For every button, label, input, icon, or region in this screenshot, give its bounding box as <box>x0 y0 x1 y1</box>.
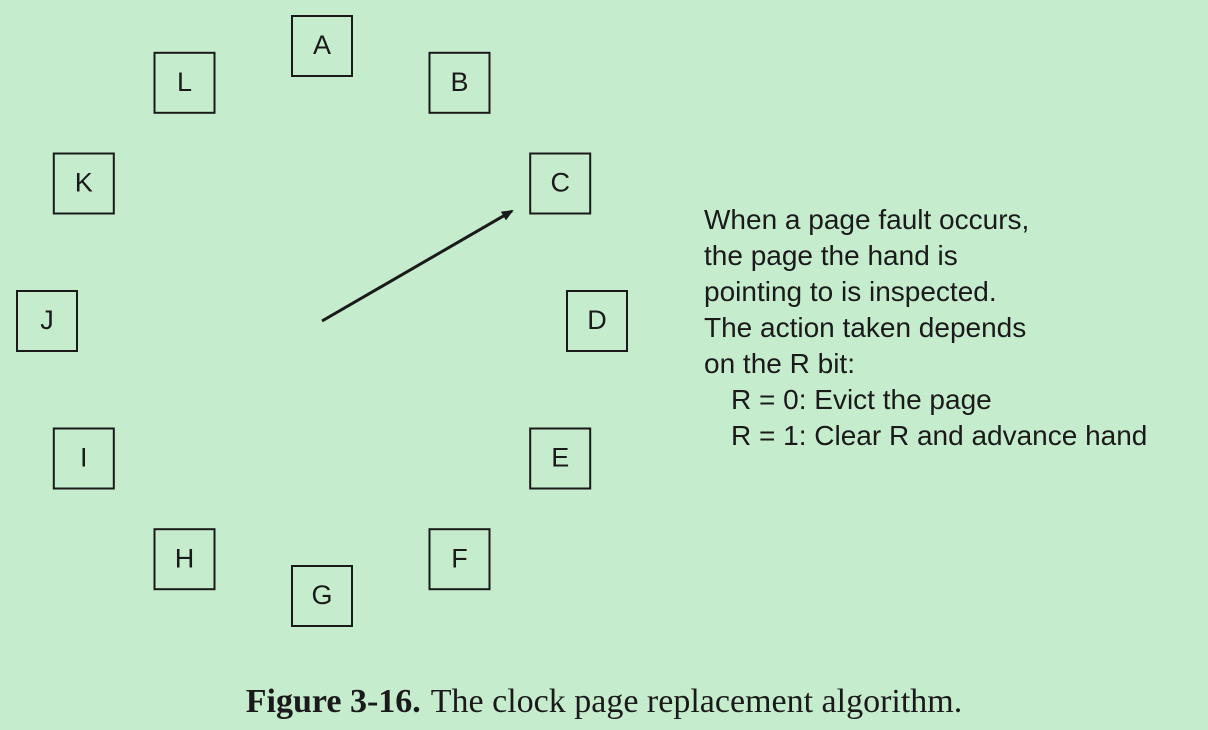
page-frame-box <box>566 290 628 352</box>
page-frame-c: C <box>529 152 592 215</box>
description-line: pointing to is inspected. <box>704 276 997 307</box>
page-frame-h: H <box>153 528 216 591</box>
page-frame-box <box>428 528 491 591</box>
rule-r1: R = 1: Clear R and advance hand <box>731 420 1148 451</box>
page-frame-label: L <box>177 67 192 97</box>
page-frame-b: B <box>428 51 491 114</box>
page-frame-a: A <box>291 15 353 77</box>
rule-r0: R = 0: Evict the page <box>731 384 992 415</box>
figure-label: Figure 3-16. <box>245 683 421 720</box>
page-frame-label: D <box>587 305 607 335</box>
figure-caption-text: The clock page replacement algorithm. <box>430 683 963 720</box>
page-frame-label: F <box>451 543 468 573</box>
page-frame-box <box>153 528 216 591</box>
page-frame-label: E <box>551 443 569 473</box>
page-frame-box <box>291 565 353 627</box>
clock-hand-arrow <box>321 209 514 323</box>
page-frame-label: I <box>80 443 88 473</box>
page-frame-box <box>428 51 491 114</box>
page-frame-box <box>529 427 592 490</box>
page-frame-e: E <box>529 427 592 490</box>
page-frame-f: F <box>428 528 491 591</box>
description-line: The action taken depends <box>704 312 1027 343</box>
page-frame-box <box>291 15 353 77</box>
page-frame-g: G <box>291 565 353 627</box>
description-line: on the R bit: <box>704 348 855 379</box>
description-line: the page the hand is <box>704 240 958 271</box>
page-frame-label: J <box>40 305 54 335</box>
figure-caption: Figure 3-16.The clock page replacement a… <box>0 683 1208 721</box>
page-frame-label: H <box>175 543 195 573</box>
page-frame-d: D <box>566 290 628 352</box>
description-text: When a page fault occurs, the page the h… <box>704 202 1204 454</box>
page-frame-box <box>52 427 115 490</box>
page-frames: A B C D E F G H I J K L <box>16 15 628 627</box>
page-frame-k: K <box>52 152 115 215</box>
page-frame-box <box>153 51 216 114</box>
page-frame-box <box>529 152 592 215</box>
page-frame-j: J <box>16 290 78 352</box>
page-frame-label: K <box>75 168 93 198</box>
page-frame-label: G <box>311 580 332 610</box>
page-frame-l: L <box>153 51 216 114</box>
page-frame-box <box>16 290 78 352</box>
page-frame-label: B <box>450 67 468 97</box>
page-frame-label: A <box>313 30 331 60</box>
page-frame-i: I <box>52 427 115 490</box>
description-line: When a page fault occurs, <box>704 204 1030 235</box>
page-frame-label: C <box>550 168 570 198</box>
page-frame-box <box>52 152 115 215</box>
